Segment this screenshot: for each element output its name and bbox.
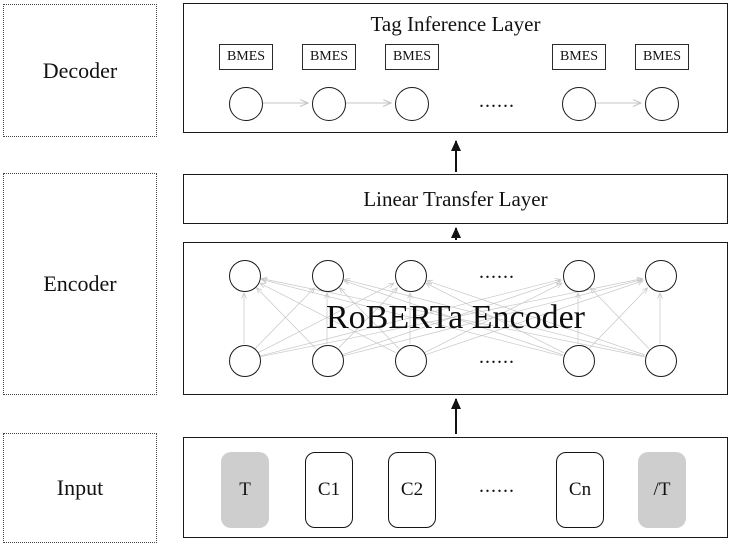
- input-token-c1: C1: [305, 452, 353, 528]
- crf-node-5: [645, 87, 679, 121]
- stage-box-input: Input: [3, 433, 157, 543]
- encoder-top-node-1: [229, 260, 261, 292]
- input-token-start: T: [221, 452, 269, 528]
- tag-inference-layer-title: Tag Inference Layer: [370, 12, 541, 36]
- encoder-bottom-node-4: [563, 345, 595, 377]
- crf-node-2: [312, 87, 346, 121]
- encoder-top-node-2: [312, 260, 344, 292]
- bmes-tag-1: BMES: [219, 44, 273, 70]
- roberta-encoder-box: ...... ...... RoBERTa Encoder: [183, 242, 728, 395]
- roberta-ellipsis-top: ......: [479, 261, 515, 283]
- linear-transfer-layer-box: Linear Transfer Layer: [183, 174, 728, 224]
- input-box: T C1 C2 Cn /T ......: [183, 437, 728, 538]
- bmes-tag-3: BMES: [385, 44, 439, 70]
- input-token-end: /T: [638, 452, 686, 528]
- input-ellipsis: ......: [479, 475, 515, 497]
- tag-inference-layer-box: Tag Inference Layer BMES BMES BMES BMES …: [183, 3, 728, 133]
- crf-node-1: [229, 87, 263, 121]
- encoder-bottom-node-3: [395, 345, 427, 377]
- encoder-top-node-3: [395, 260, 427, 292]
- roberta-encoder-title: RoBERTa Encoder: [325, 299, 586, 336]
- encoder-bottom-node-5: [645, 345, 677, 377]
- stage-label-encoder: Encoder: [43, 271, 117, 296]
- encoder-bottom-node-2: [312, 345, 344, 377]
- bmes-tag-4: BMES: [552, 44, 606, 70]
- tag-layer-ellipsis: ......: [479, 90, 515, 112]
- stage-label-input: Input: [56, 475, 104, 500]
- linear-transfer-layer-title: Linear Transfer Layer: [363, 186, 548, 211]
- crf-node-4: [562, 87, 596, 121]
- bmes-tag-2: BMES: [302, 44, 356, 70]
- input-token-c2: C2: [388, 452, 436, 528]
- roberta-ellipsis-bottom: ......: [479, 346, 515, 368]
- encoder-bottom-node-1: [229, 345, 261, 377]
- input-token-cn: Cn: [556, 452, 604, 528]
- bmes-tag-5: BMES: [635, 44, 689, 70]
- encoder-top-node-4: [563, 260, 595, 292]
- stage-box-decoder: Decoder: [3, 4, 157, 137]
- stage-label-decoder: Decoder: [42, 57, 118, 83]
- crf-node-3: [395, 87, 429, 121]
- stage-box-encoder: Encoder: [3, 173, 157, 395]
- encoder-top-node-5: [645, 260, 677, 292]
